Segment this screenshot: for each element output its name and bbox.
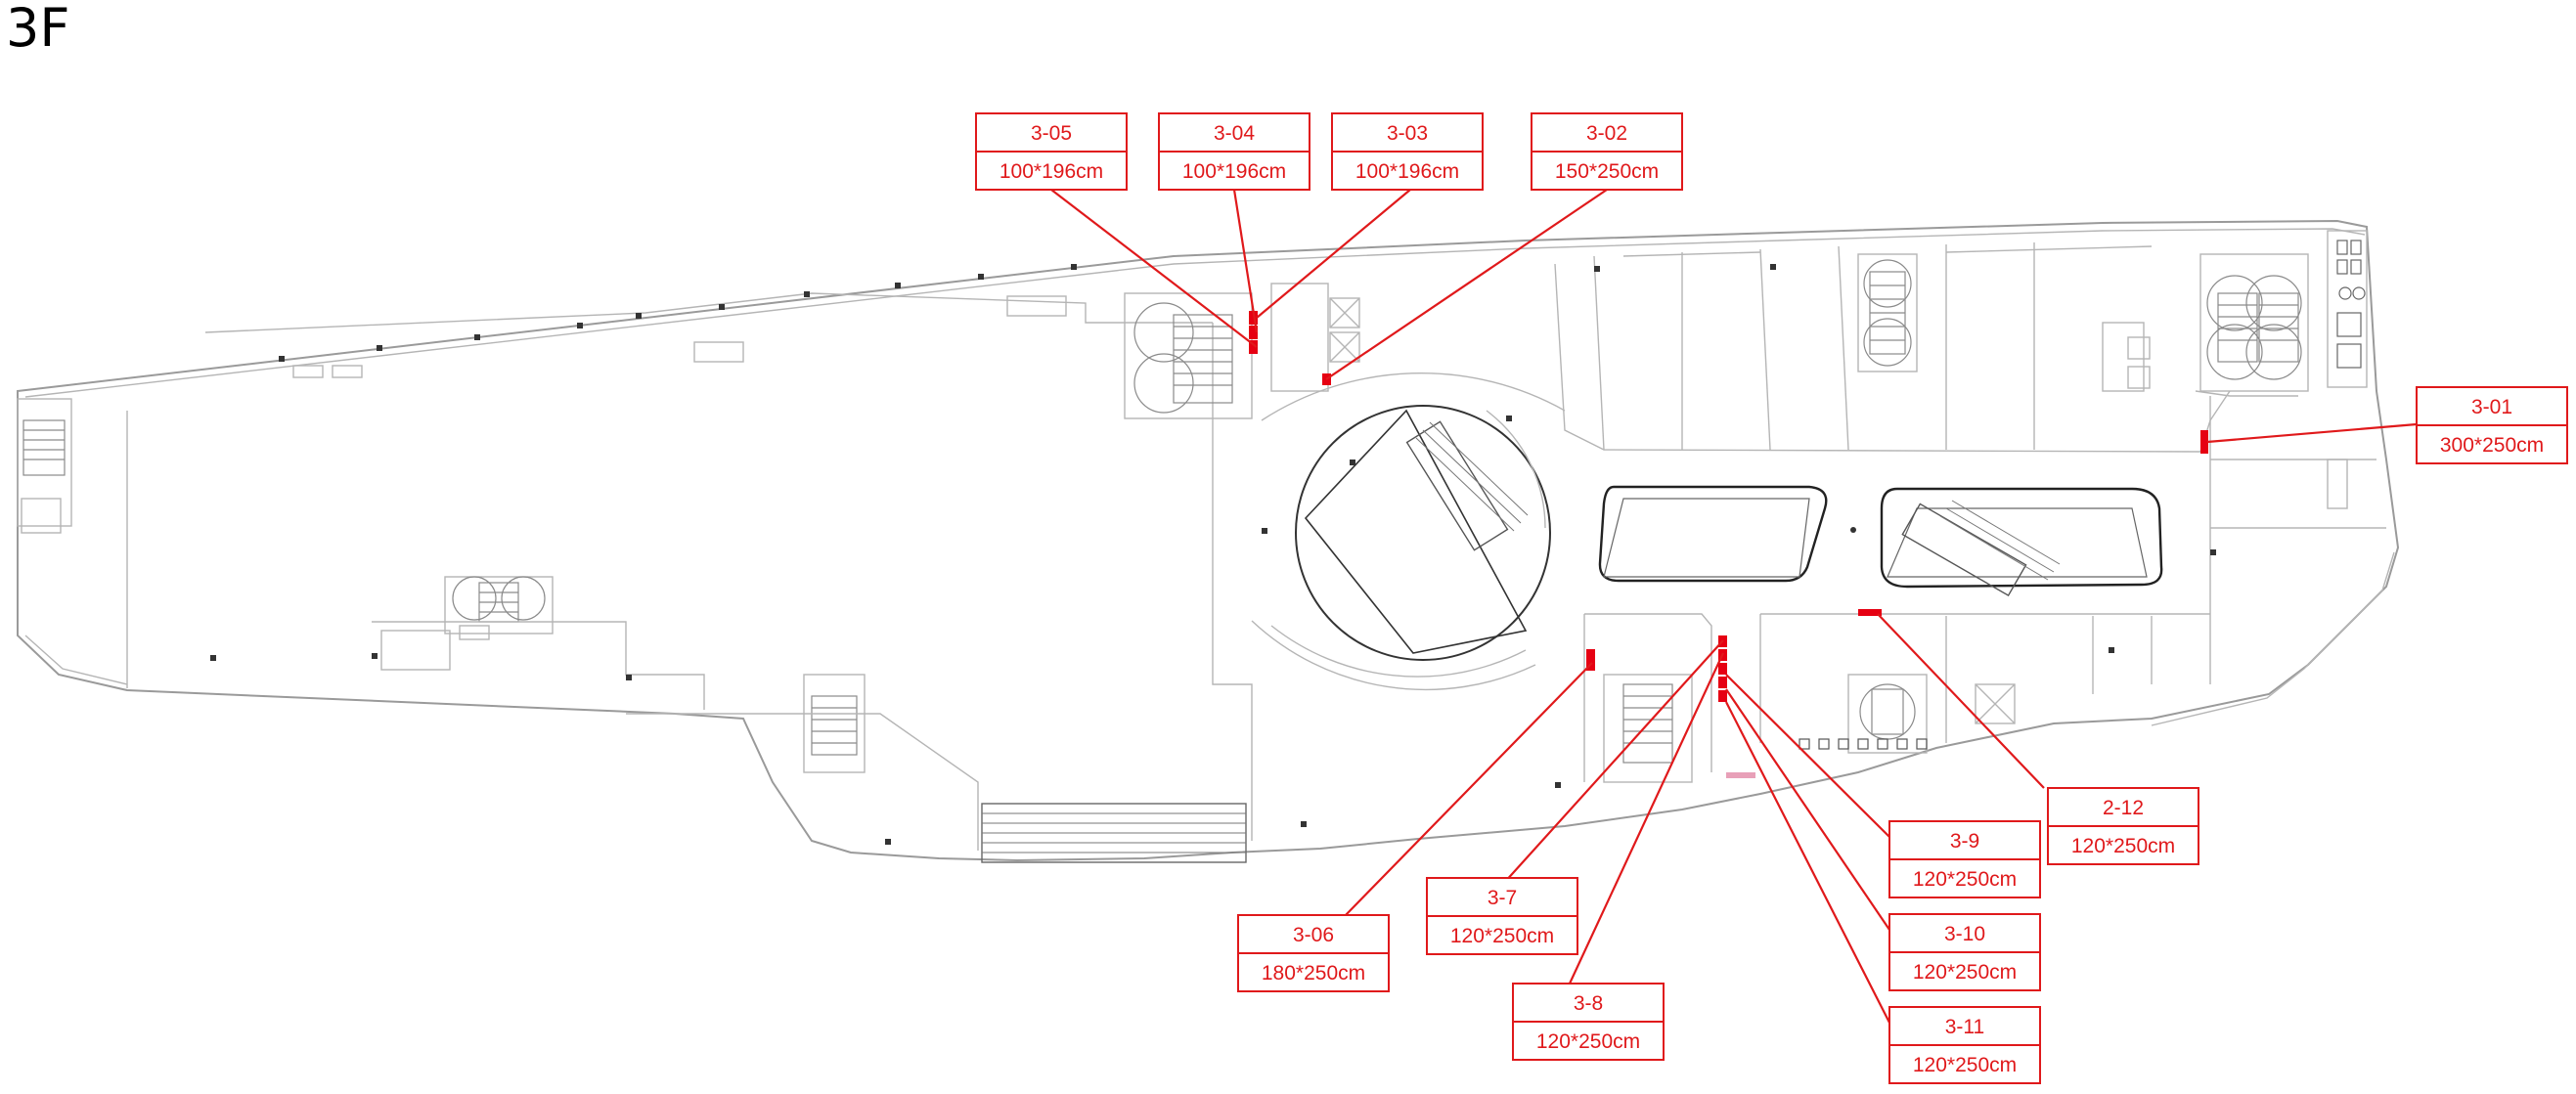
label-id: 3-10 [1944, 923, 1985, 945]
label-size: 100*196cm [999, 160, 1103, 183]
label-size: 120*250cm [1913, 1054, 2017, 1076]
marker-3-03 [1249, 311, 1258, 325]
label-id: 3-05 [1031, 122, 1072, 145]
central-voids [1598, 485, 2163, 597]
label-3-7: 3-7 120*250cm [1426, 877, 1578, 955]
label-size: 120*250cm [2071, 835, 2175, 857]
left-wing [17, 292, 1253, 863]
right-core [2195, 230, 2386, 684]
leader-lines [1050, 189, 2418, 1024]
label-3-04: 3-04 100*196cm [1158, 112, 1310, 191]
marker-3-11 [1718, 690, 1727, 702]
label-id: 3-02 [1586, 122, 1627, 145]
label-id: 3-7 [1488, 887, 1517, 909]
label-size: 100*196cm [1182, 160, 1286, 183]
label-3-11: 3-11 120*250cm [1888, 1006, 2041, 1084]
building-outline [17, 219, 2400, 862]
marker-3-01 [2200, 430, 2208, 454]
label-id: 3-9 [1950, 830, 1979, 853]
label-size: 300*250cm [2440, 434, 2544, 457]
label-3-8: 3-8 120*250cm [1512, 983, 1665, 1061]
label-size: 150*250cm [1555, 160, 1659, 183]
label-3-05: 3-05 100*196cm [975, 112, 1128, 191]
label-id: 2-12 [2103, 797, 2144, 819]
marker-3-06 [1586, 649, 1595, 671]
label-id: 3-06 [1293, 924, 1334, 946]
floor-label: 3F [6, 0, 70, 59]
label-3-10: 3-10 120*250cm [1888, 913, 2041, 991]
atrium [1251, 372, 1566, 691]
marker-3-10 [1718, 677, 1727, 688]
center-left-core [1124, 283, 1360, 419]
label-size: 120*250cm [1450, 925, 1554, 947]
location-markers [1249, 311, 2208, 702]
label-3-03: 3-03 100*196cm [1331, 112, 1484, 191]
label-id: 3-04 [1214, 122, 1255, 145]
lower-shops [1583, 613, 2210, 783]
label-size: 180*250cm [1262, 962, 1365, 985]
marker-2-12 [1858, 609, 1882, 616]
label-3-01: 3-01 300*250cm [2416, 386, 2568, 464]
upper-shops [1554, 242, 2231, 453]
label-3-9: 3-9 120*250cm [1888, 820, 2041, 898]
label-3-06: 3-06 180*250cm [1237, 914, 1390, 992]
label-id: 3-03 [1387, 122, 1428, 145]
label-id: 3-8 [1574, 992, 1603, 1015]
label-id: 3-01 [2471, 396, 2512, 418]
marker-3-05 [1249, 340, 1258, 354]
label-size: 120*250cm [1536, 1030, 1640, 1053]
marker-3-04 [1249, 326, 1258, 339]
label-id: 3-11 [1945, 1016, 1984, 1038]
label-size: 120*250cm [1913, 868, 2017, 891]
columns [210, 264, 2216, 845]
label-3-02: 3-02 150*250cm [1531, 112, 1683, 191]
marker-3-9 [1718, 663, 1727, 675]
label-size: 120*250cm [1913, 961, 2017, 984]
label-size: 100*196cm [1355, 160, 1459, 183]
label-2-12: 2-12 120*250cm [2047, 787, 2199, 865]
